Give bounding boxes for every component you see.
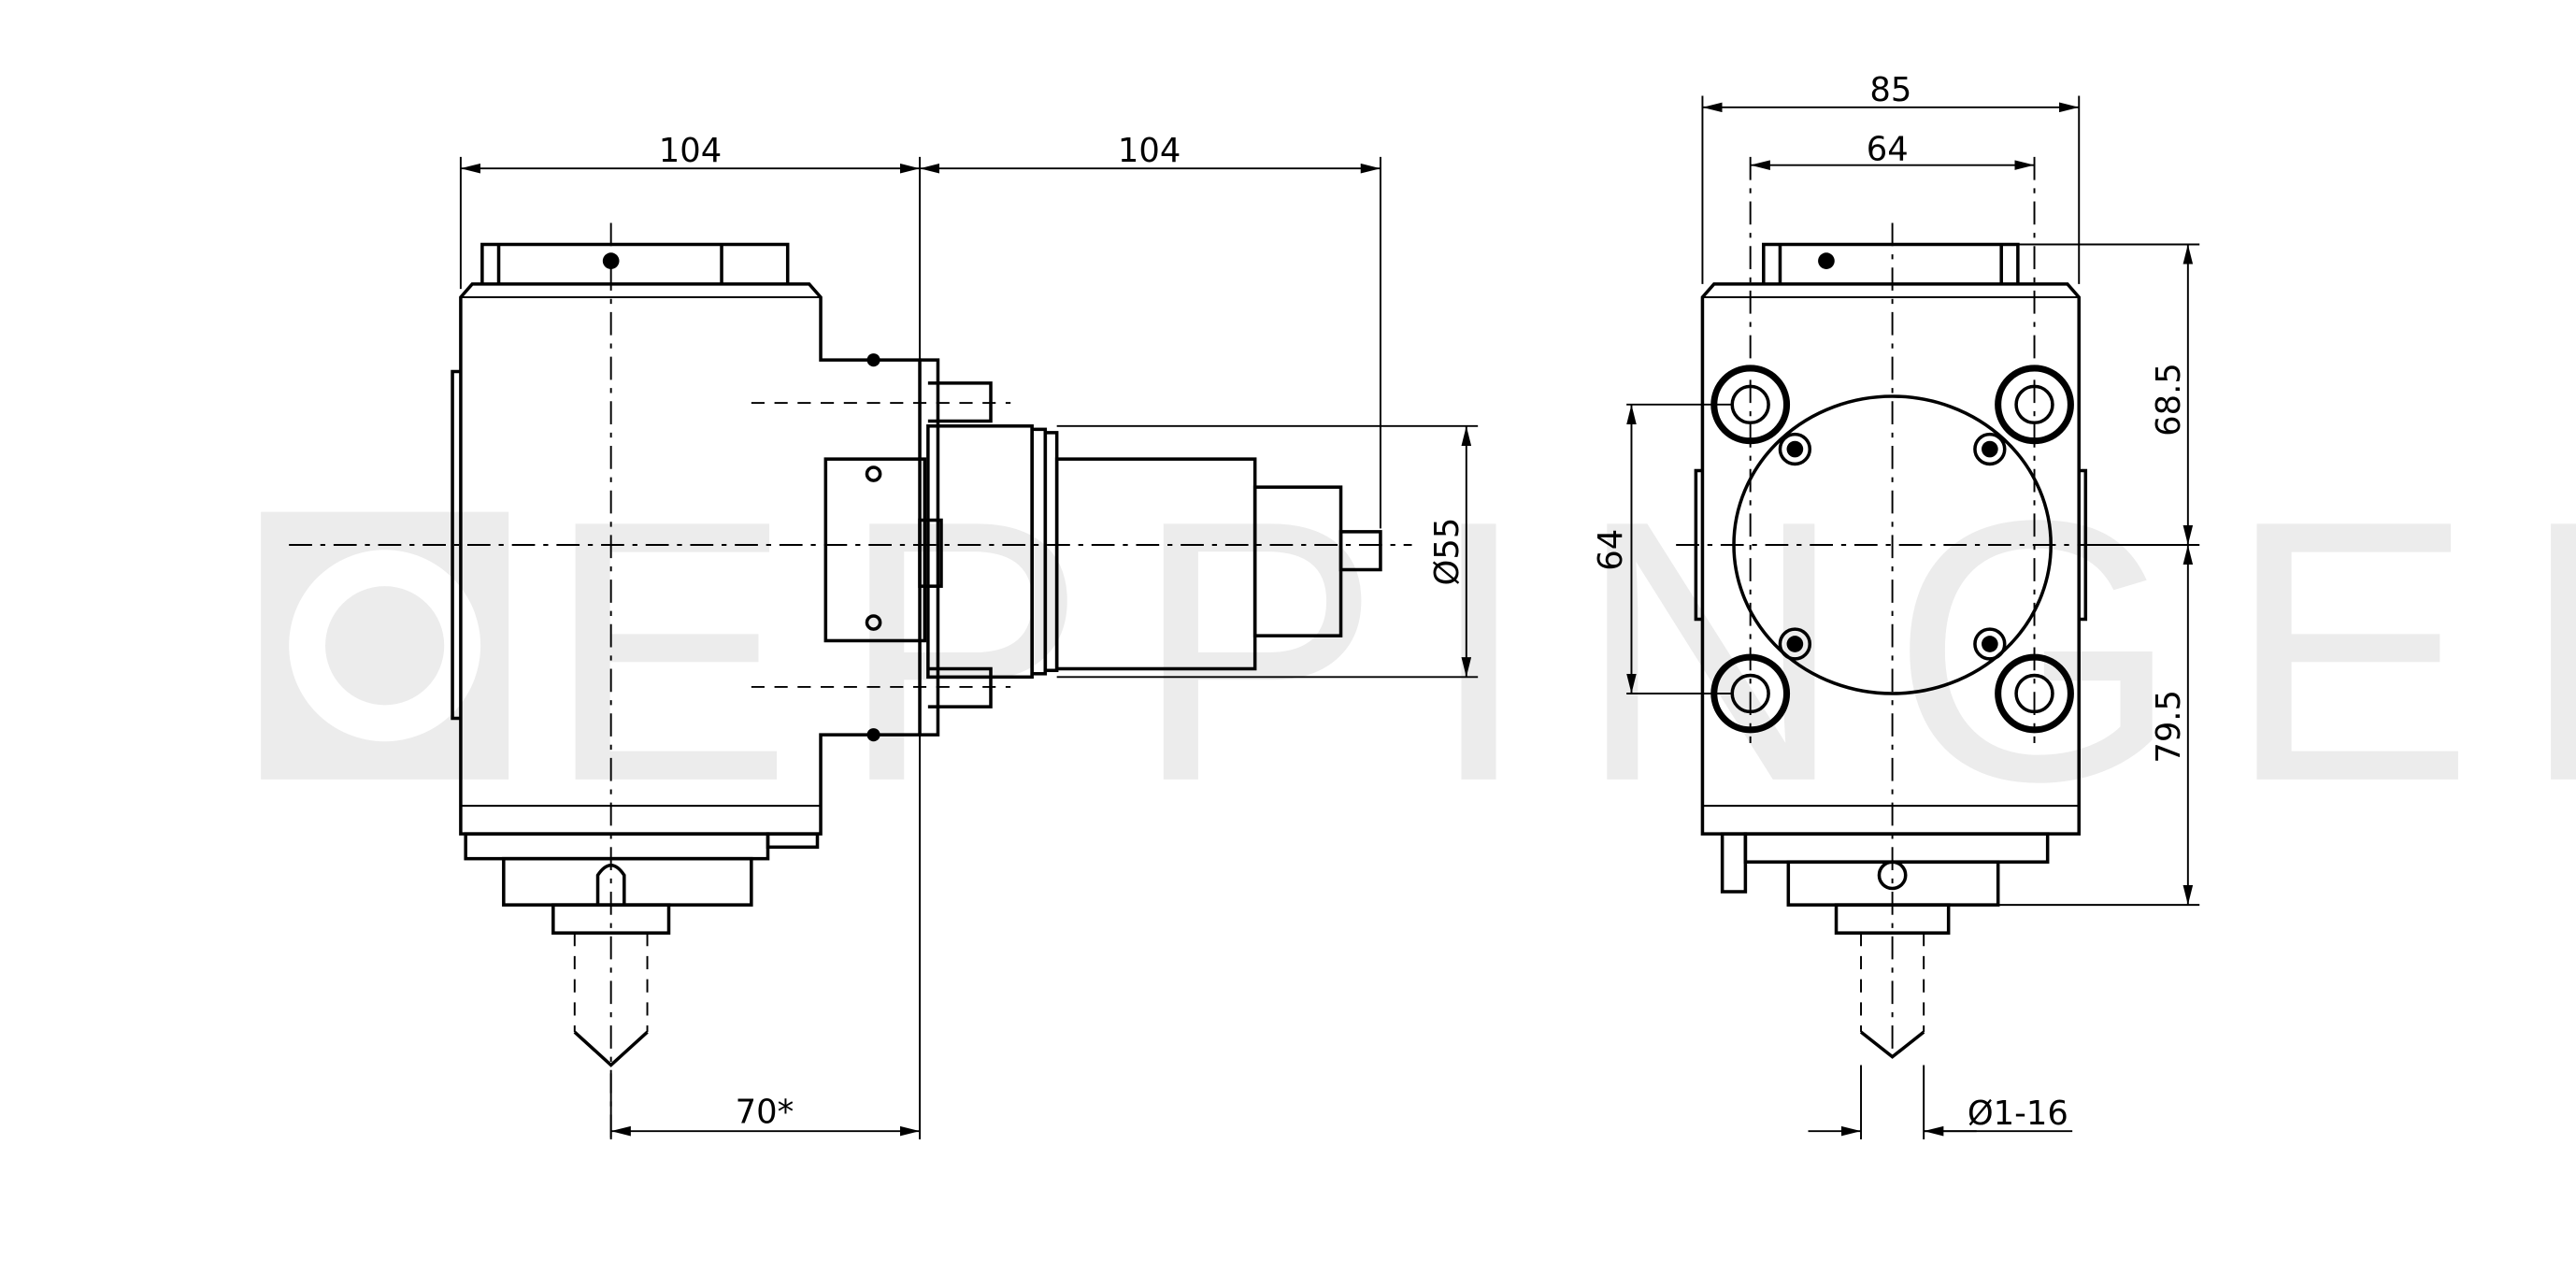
side-view: 104 104 70* Ø55 <box>289 132 1479 1139</box>
dim-lower-height: 79.5 <box>2150 690 2188 764</box>
dim-upper-height: 68.5 <box>2150 363 2188 436</box>
dim-bolt-spacing-vertical: 64 <box>1592 529 1630 571</box>
watermark-text: EPPINGER <box>545 444 2576 859</box>
front-view: 85 64 64 68.5 79.5 Ø1-16 <box>1592 71 2200 1139</box>
eppinger-watermark-logo: EPPINGER <box>261 444 2576 859</box>
dim-body-width: 104 <box>659 132 722 170</box>
dim-overall-width: 85 <box>1869 71 1911 109</box>
dim-bolt-spacing-horizontal: 64 <box>1867 130 1909 168</box>
dim-tool-offset: 70* <box>736 1093 794 1131</box>
dim-spindle-diameter: Ø55 <box>1428 518 1467 586</box>
dim-clamp-range: Ø1-16 <box>1968 1095 2068 1133</box>
dim-spindle-length: 104 <box>1118 132 1181 170</box>
